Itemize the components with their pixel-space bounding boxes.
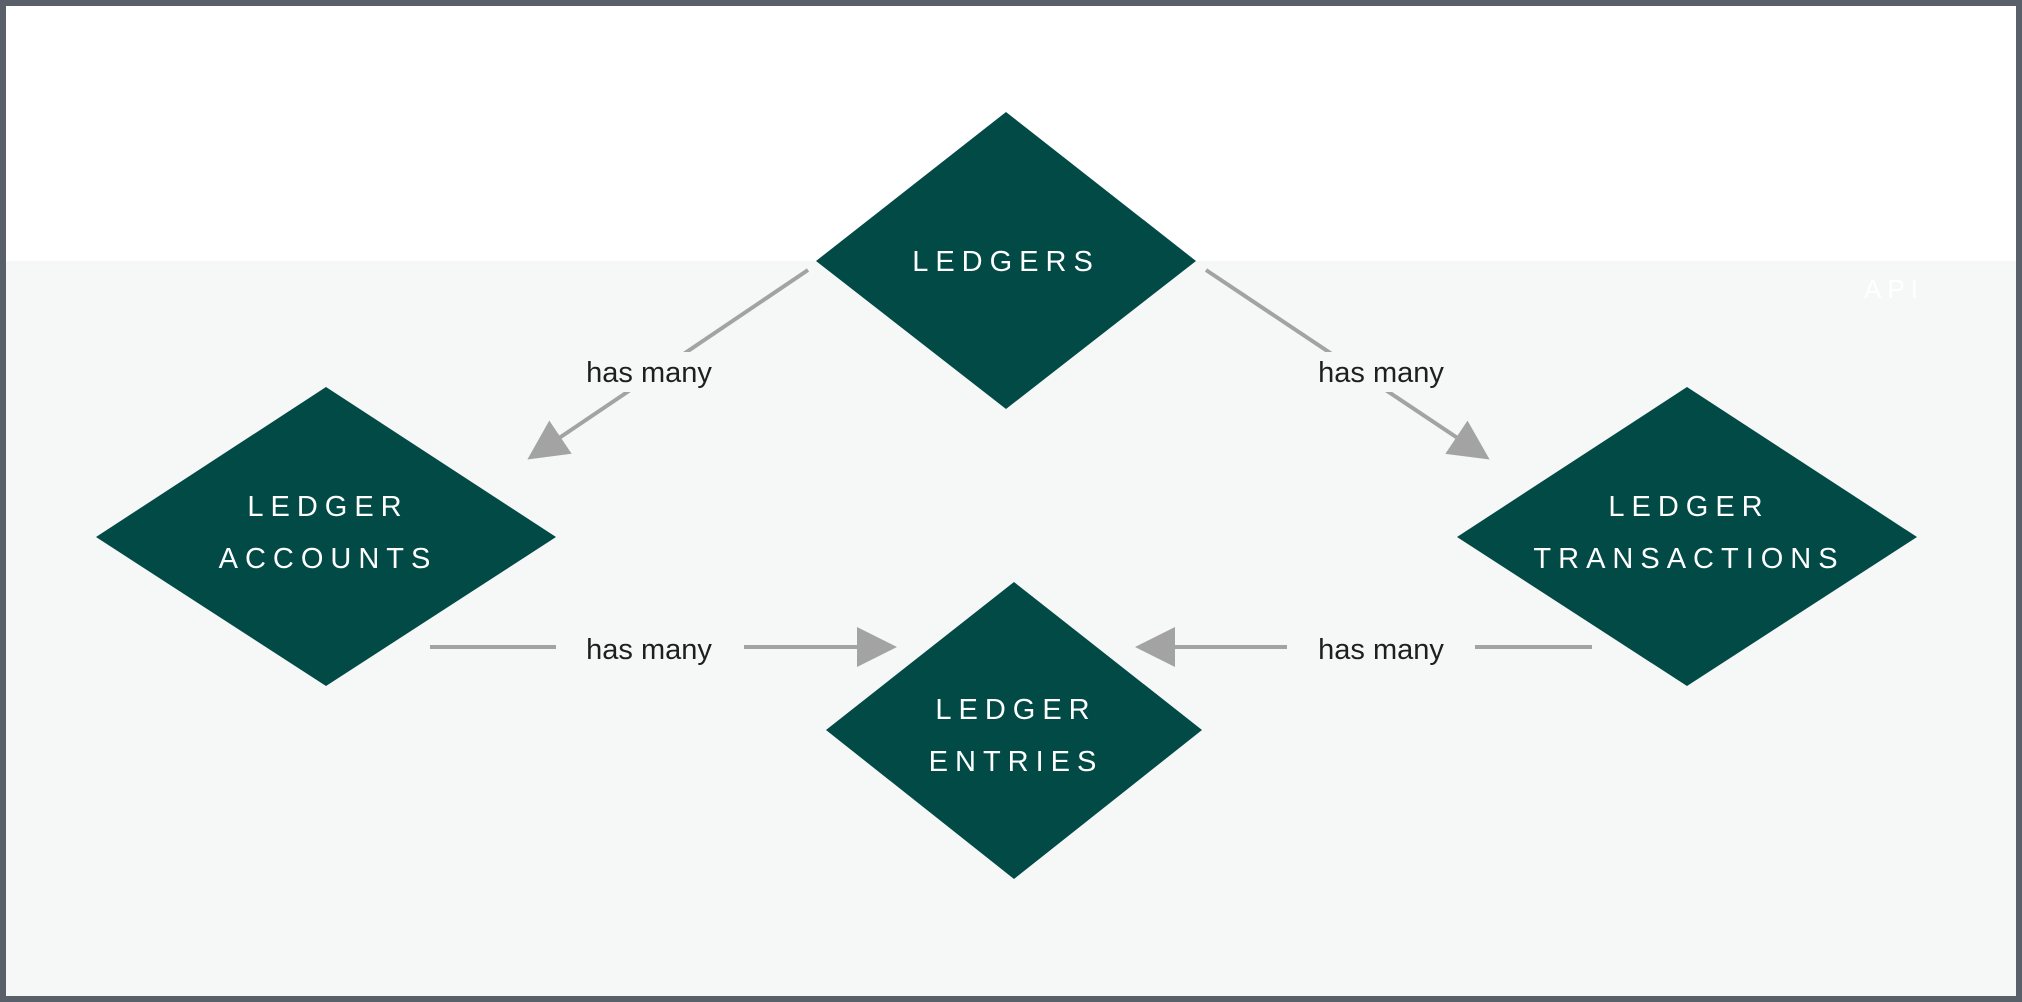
node-ledger-entries-shape xyxy=(826,582,1202,879)
node-ledgers-label: LEDGERS xyxy=(912,246,1100,278)
edge-label-transactions-to-entries: has many xyxy=(1318,634,1444,666)
node-ledger-entries[interactable]: LEDGER ENTRIES xyxy=(826,582,1202,879)
node-ledger-entries-label-line1: LEDGER xyxy=(935,694,1096,726)
edge-label-bg xyxy=(522,352,791,392)
edge-label-ledgers-to-accounts: has many xyxy=(586,357,712,389)
edge-label-bg xyxy=(1296,352,1466,392)
edge-ledgers-to-accounts: has many xyxy=(522,268,810,460)
entity-diagram: API has many has many has many has many … xyxy=(96,112,1924,879)
edge-transactions-to-entries: has many xyxy=(1135,627,1592,667)
edge-label-ledgers-to-transactions: has many xyxy=(1318,357,1444,389)
node-ledger-transactions-label-line2: TRANSACTIONS xyxy=(1533,543,1844,575)
api-label: API xyxy=(1864,274,1924,304)
node-ledger-entries-label-line2: ENTRIES xyxy=(929,746,1104,778)
edge-ledgers-to-transactions: has many xyxy=(1204,268,1490,460)
node-ledger-accounts-shape xyxy=(96,387,556,686)
node-ledger-accounts[interactable]: LEDGER ACCOUNTS xyxy=(96,387,556,686)
edge-label-bg xyxy=(1287,627,1475,667)
edge-label-accounts-to-entries: has many xyxy=(586,634,712,666)
edge-label-bg xyxy=(556,627,744,667)
edge-accounts-to-entries: has many xyxy=(430,627,897,667)
node-ledger-transactions[interactable]: LEDGER TRANSACTIONS xyxy=(1457,387,1917,686)
node-ledgers-shape xyxy=(816,112,1196,409)
node-ledgers[interactable]: LEDGERS xyxy=(816,112,1196,409)
node-ledger-transactions-shape xyxy=(1457,387,1917,686)
node-ledger-accounts-label-line2: ACCOUNTS xyxy=(219,543,438,575)
node-ledger-accounts-label-line1: LEDGER xyxy=(247,491,408,523)
node-ledger-transactions-label-line1: LEDGER xyxy=(1608,491,1769,523)
